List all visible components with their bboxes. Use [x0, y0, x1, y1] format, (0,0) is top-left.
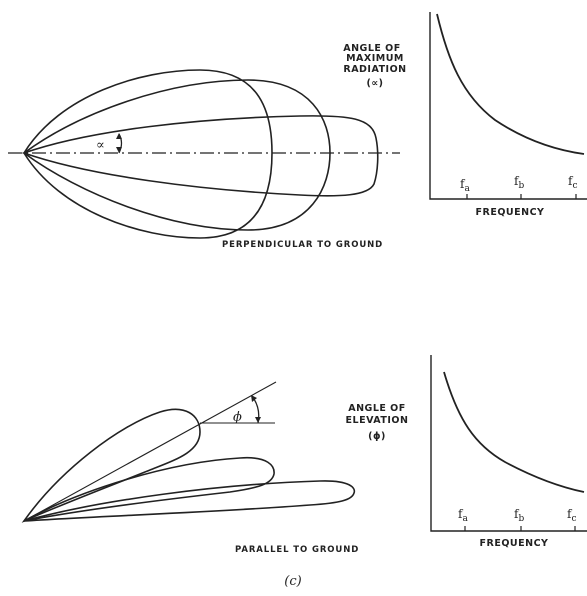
- top-chart-curve: [436, 13, 585, 155]
- bottom-chart-curve: [443, 371, 585, 493]
- bottom-ylabel-line1: ANGLE OF: [348, 403, 406, 414]
- alpha-arrow-down: [116, 147, 122, 153]
- top-ylabel-line4: (∝): [367, 78, 384, 89]
- top-tick-label-fa: fa: [460, 177, 470, 194]
- top-ylabel-line3: RADIATION: [343, 64, 406, 75]
- bottom-chart-axes: [430, 355, 587, 532]
- bottom-caption: PARALLEL TO GROUND: [235, 545, 359, 555]
- top-tick-label-fc: fc: [568, 174, 578, 191]
- bottom-ylabel-line3: (ϕ): [368, 431, 386, 442]
- bottom-ylabel-line2: ELEVATION: [346, 415, 409, 426]
- top-ylabel-line2: MAXIMUM: [346, 53, 404, 64]
- bottom-tick-label-fb: fb: [514, 507, 524, 524]
- lobe-fa: [21, 408, 201, 523]
- phi-arrow-up: [251, 395, 257, 402]
- figure-label: (c): [284, 574, 301, 589]
- top-ylabel-line1: ANGLE OF: [343, 43, 401, 54]
- elevation-line: [23, 381, 277, 522]
- bottom-xlabel: FREQUENCY: [480, 538, 549, 549]
- bottom-chart: ANGLE OF ELEVATION (ϕ) fa fb fc FREQUENC…: [346, 355, 587, 549]
- top-caption: PERPENDICULAR TO GROUND: [222, 240, 383, 250]
- top-chart: ANGLE OF MAXIMUM RADIATION (∝) fa fb fc …: [343, 12, 587, 218]
- lobe-fc: [23, 480, 356, 522]
- top-chart-axes: [429, 12, 587, 200]
- alpha-arrow-up: [116, 133, 122, 139]
- lobe-fb: [22, 79, 331, 231]
- phi-arrow-down: [255, 417, 261, 423]
- lobe-fa: [23, 69, 273, 239]
- phi-symbol: ϕ: [233, 410, 242, 425]
- alpha-symbol: ∝: [96, 138, 105, 153]
- bottom-tick-label-fa: fa: [458, 507, 468, 524]
- lobe-fc: [21, 115, 379, 197]
- bottom-tick-label-fc: fc: [567, 507, 577, 524]
- bottom-lobe-pattern: ϕ: [21, 381, 356, 523]
- top-tick-label-fb: fb: [514, 174, 524, 191]
- top-lobe-pattern: ∝: [8, 69, 400, 239]
- lobe-fb: [23, 456, 275, 522]
- top-xlabel: FREQUENCY: [476, 207, 545, 218]
